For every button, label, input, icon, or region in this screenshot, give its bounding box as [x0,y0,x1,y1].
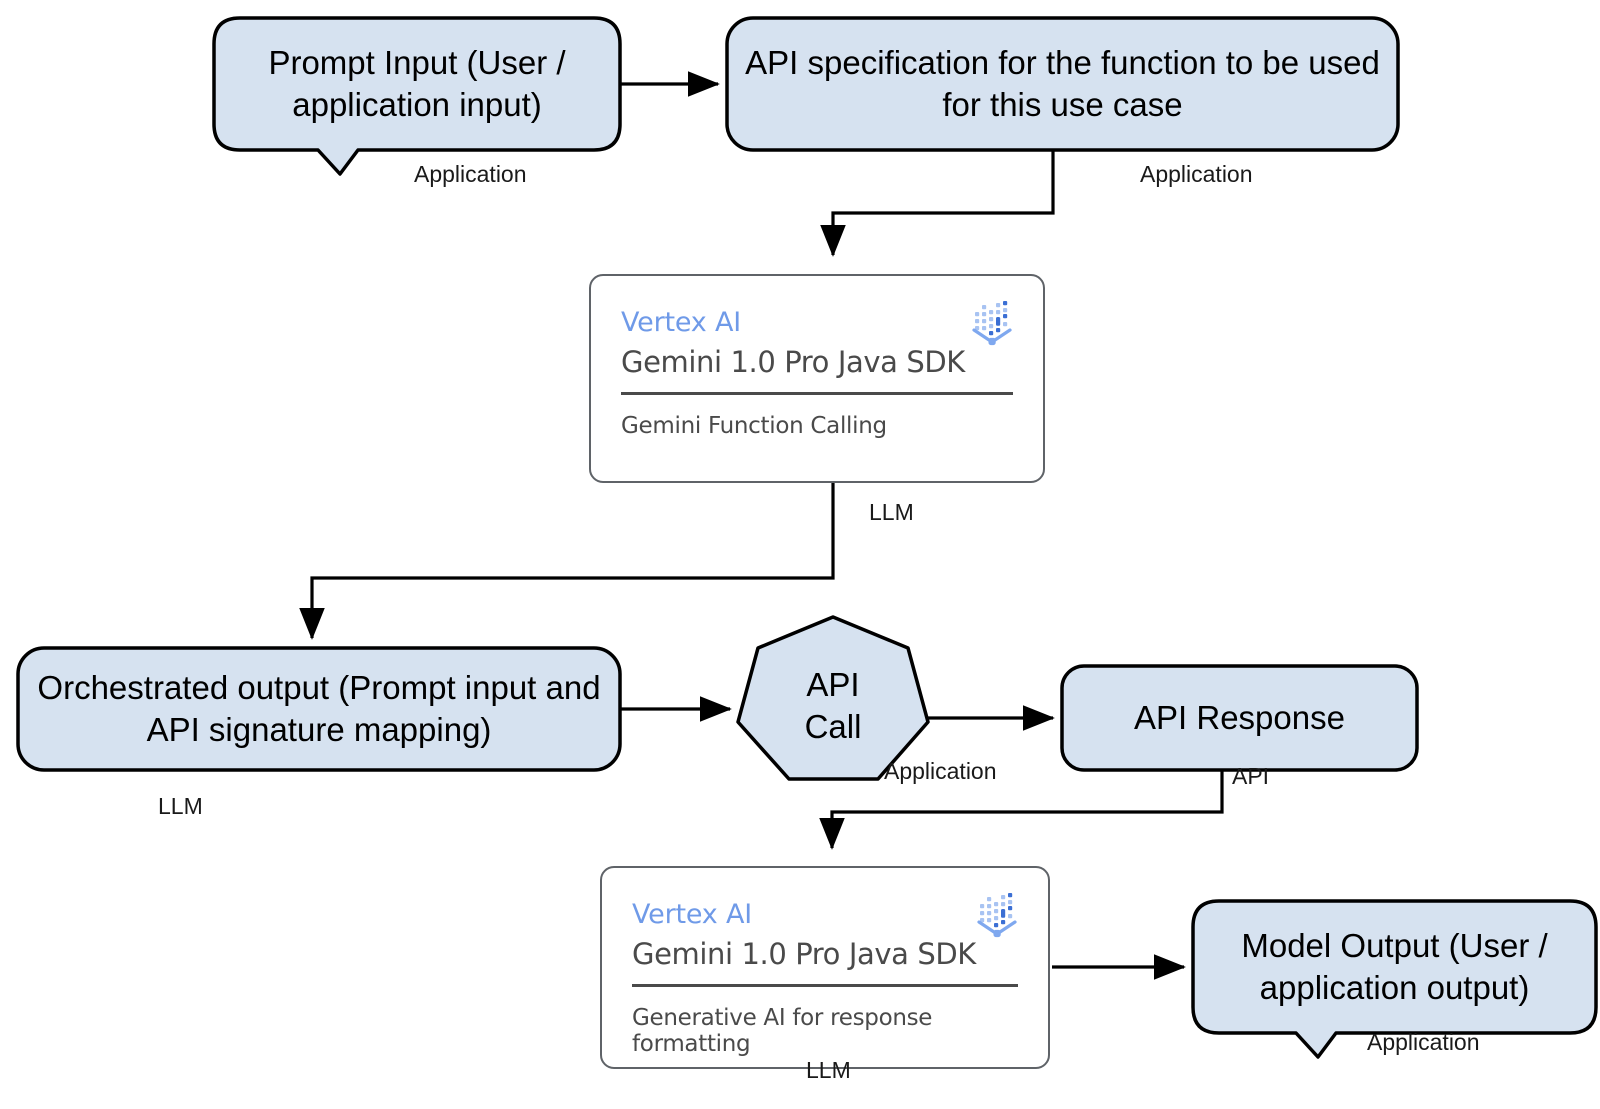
label-prompt-input-tag: Application [414,161,527,187]
vertex-ai-card-bottom-footer: Generative AI for response formatting [632,1005,933,1058]
vertex-ai-icon [977,893,1017,938]
vertex-ai-card-bottom-body: Vertex AI Gemini 1.0 Pro Java SDK Genera… [602,868,1048,1067]
vertex-ai-icon [972,301,1012,346]
vertex-ai-card-bottom-title: Vertex AI [632,899,753,930]
vertex-ai-card-top-title: Vertex AI [621,307,742,338]
vertex-ai-card-top-subtitle: Gemini 1.0 Pro Java SDK [621,344,965,379]
label-api-call-tag: Application [884,758,997,784]
api-response-shape[interactable] [1060,664,1419,772]
label-api-response-tag: API [1232,763,1270,789]
vertex-ai-card-top[interactable]: Vertex AI Gemini 1.0 Pro Java SDK Gemini… [589,274,1045,483]
edge-vertex-top-to-orchestrated [299,483,835,640]
label-model-output-tag: Application [1367,1029,1480,1055]
vertex-ai-card-bottom-divider [632,984,1018,988]
model-output-shape[interactable] [1191,899,1598,1059]
prompt-input-shape[interactable] [212,16,622,176]
label-vertex-bottom-tag: LLM [806,1057,851,1083]
label-orchestrated-output-tag: LLM [158,793,203,819]
api-call-shape[interactable] [736,615,930,781]
vertex-ai-card-top-footer: Gemini Function Calling [621,413,887,440]
vertex-ai-card-bottom[interactable]: Vertex AI Gemini 1.0 Pro Java SDK Genera… [600,866,1050,1069]
edge-apispec-to-vertex-top [820,150,1055,257]
label-vertex-top-tag: LLM [869,499,914,525]
vertex-ai-card-bottom-subtitle: Gemini 1.0 Pro Java SDK [632,936,976,971]
vertex-ai-card-top-divider [621,392,1013,396]
api-spec-shape[interactable] [725,16,1400,152]
vertex-ai-card-top-body: Vertex AI Gemini 1.0 Pro Java SDK Gemini… [591,276,1043,481]
edge-apiresponse-to-vertex-bottom [819,770,1224,850]
label-api-spec-tag: Application [1140,161,1253,187]
